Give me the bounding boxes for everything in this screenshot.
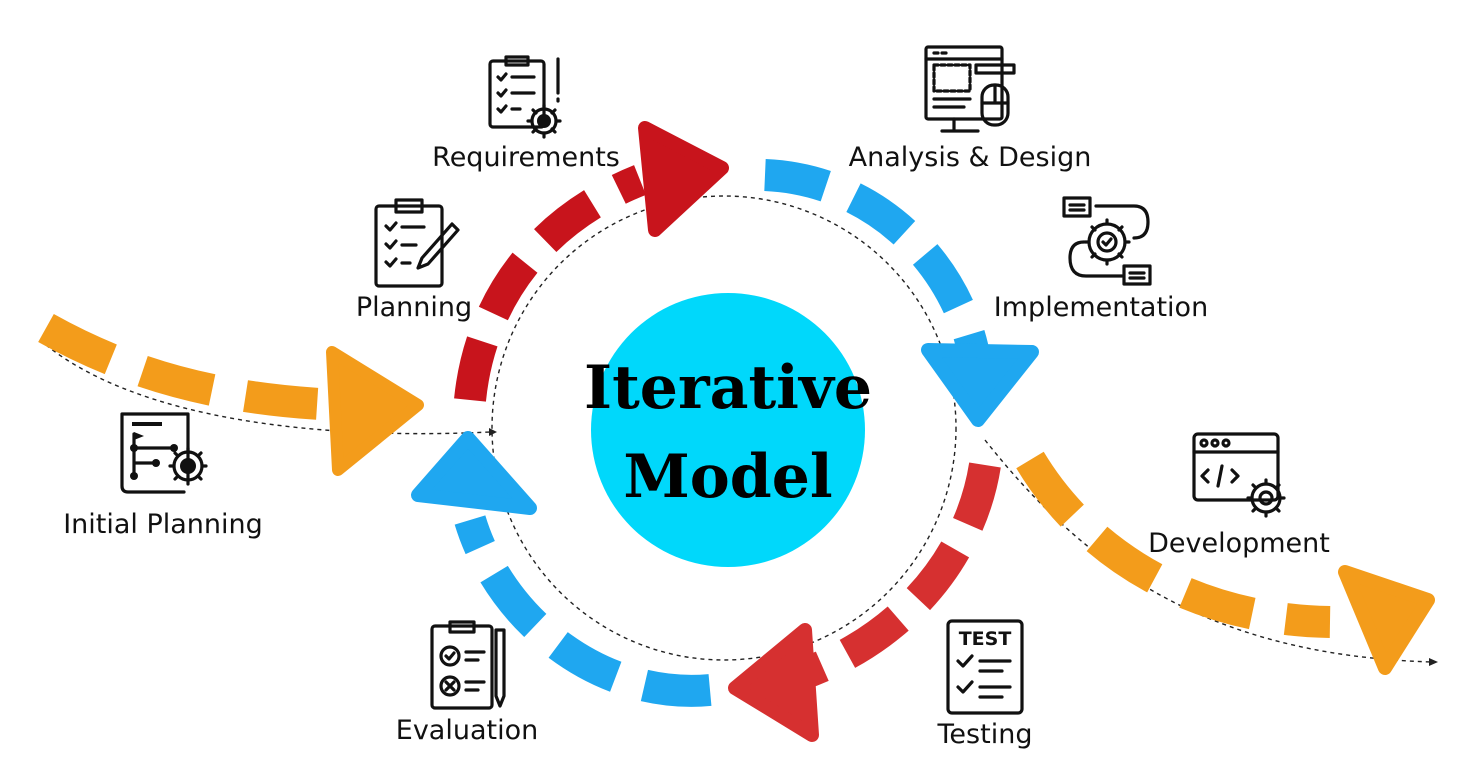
stage-label-evaluation: Evaluation <box>396 715 538 746</box>
outgoing-orange-dashes <box>1016 451 1331 638</box>
svg-text:TEST: TEST <box>959 628 1012 650</box>
red-lower-arrowhead <box>728 623 819 742</box>
gear-cycle-icon <box>1062 196 1152 286</box>
project-flow-gear-icon <box>120 412 208 494</box>
stage-label-initial-planning: Initial Planning <box>63 509 263 540</box>
guide-lines <box>45 195 1433 663</box>
red-upper-dashes <box>454 165 647 402</box>
stage-label-testing: Testing <box>937 719 1033 750</box>
blue-lower-dashes <box>454 515 712 707</box>
center-title-line1: Iterative <box>584 353 872 423</box>
stage-label-planning: Planning <box>356 292 472 323</box>
browser-code-gear-icon <box>1192 432 1286 518</box>
red-lower-arc <box>728 462 1001 742</box>
blue-upper-arc <box>764 159 1039 427</box>
center-circle <box>591 293 865 567</box>
incoming-dashed-line <box>45 344 491 435</box>
outgoing-dashed-line <box>984 439 1433 663</box>
red-upper-arrowhead <box>638 121 729 237</box>
outgoing-orange-arrowhead <box>1338 565 1435 675</box>
blue-upper-dashes <box>764 159 991 363</box>
red-lower-dashes <box>794 462 1001 691</box>
center-title-line2: Model <box>623 442 832 512</box>
incoming-orange-arrowhead <box>326 346 424 476</box>
blue-lower-arrowhead <box>411 431 537 515</box>
outgoing-line-arrowhead <box>1429 658 1438 666</box>
clipboard-pencil-icon <box>374 198 460 288</box>
test-checklist-icon: TEST <box>946 619 1024 715</box>
stage-label-analysis-design: Analysis & Design <box>849 142 1092 173</box>
outgoing-orange-arrow <box>1016 451 1435 675</box>
stage-label-implementation: Implementation <box>994 292 1208 323</box>
computer-design-mouse-icon <box>924 45 1016 133</box>
blue-lower-arc <box>411 431 712 707</box>
red-upper-arc <box>454 121 729 402</box>
stage-label-development: Development <box>1148 528 1330 559</box>
incoming-line-arrowhead <box>489 428 497 436</box>
inner-dashed-circle <box>491 195 957 661</box>
blue-upper-arrowhead <box>921 343 1039 427</box>
evaluation-clipboard-icon <box>430 620 506 710</box>
checklist-gear-icon <box>488 55 562 139</box>
stage-label-requirements: Requirements <box>432 142 620 173</box>
incoming-orange-arrow <box>38 314 424 476</box>
incoming-orange-dashes <box>38 314 341 421</box>
